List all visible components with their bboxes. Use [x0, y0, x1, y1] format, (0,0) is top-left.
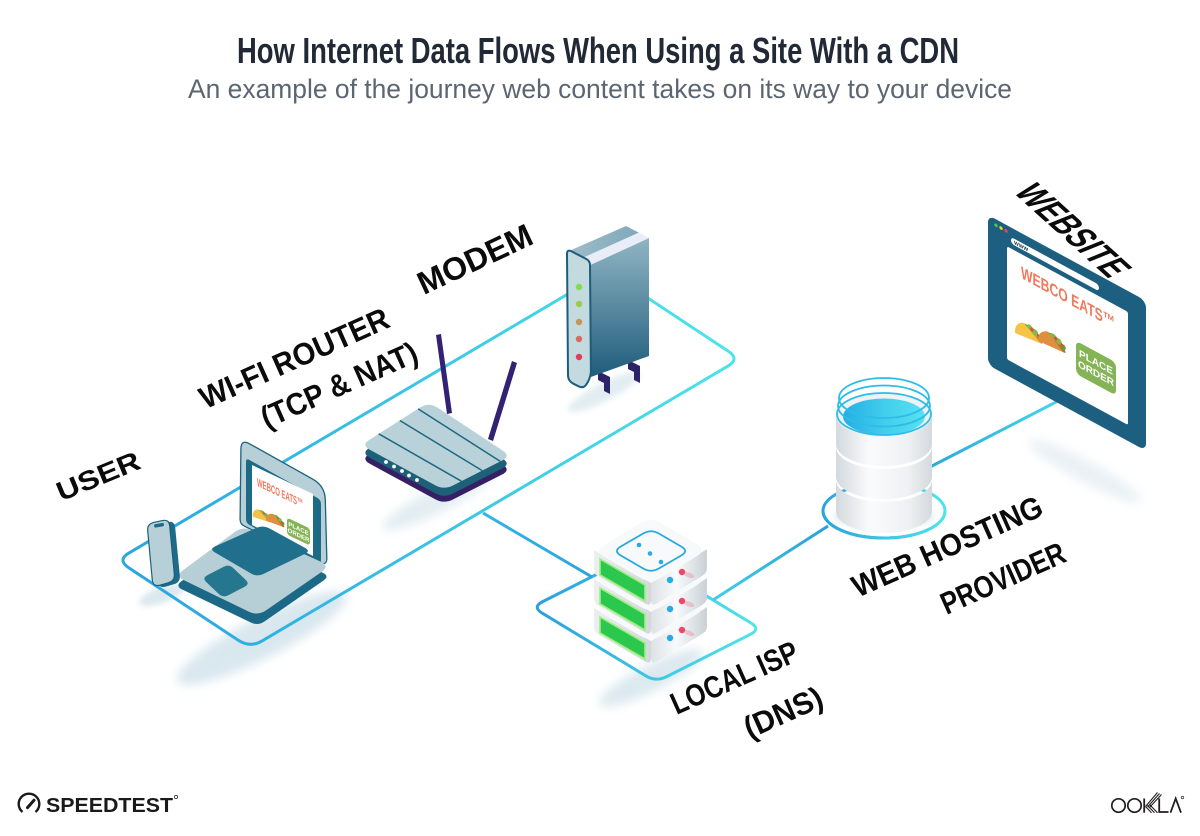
svg-text:MODEM: MODEM: [411, 217, 538, 302]
svg-text:USER: USER: [52, 446, 145, 507]
svg-text:How Internet Data Flows When U: How Internet Data Flows When Using a Sit…: [237, 30, 959, 71]
svg-text:(DNS): (DNS): [738, 680, 828, 746]
svg-text:An example of the journey web: An example of the journey web content ta…: [188, 74, 1012, 104]
svg-text:SPEEDTEST: SPEEDTEST: [46, 794, 173, 817]
